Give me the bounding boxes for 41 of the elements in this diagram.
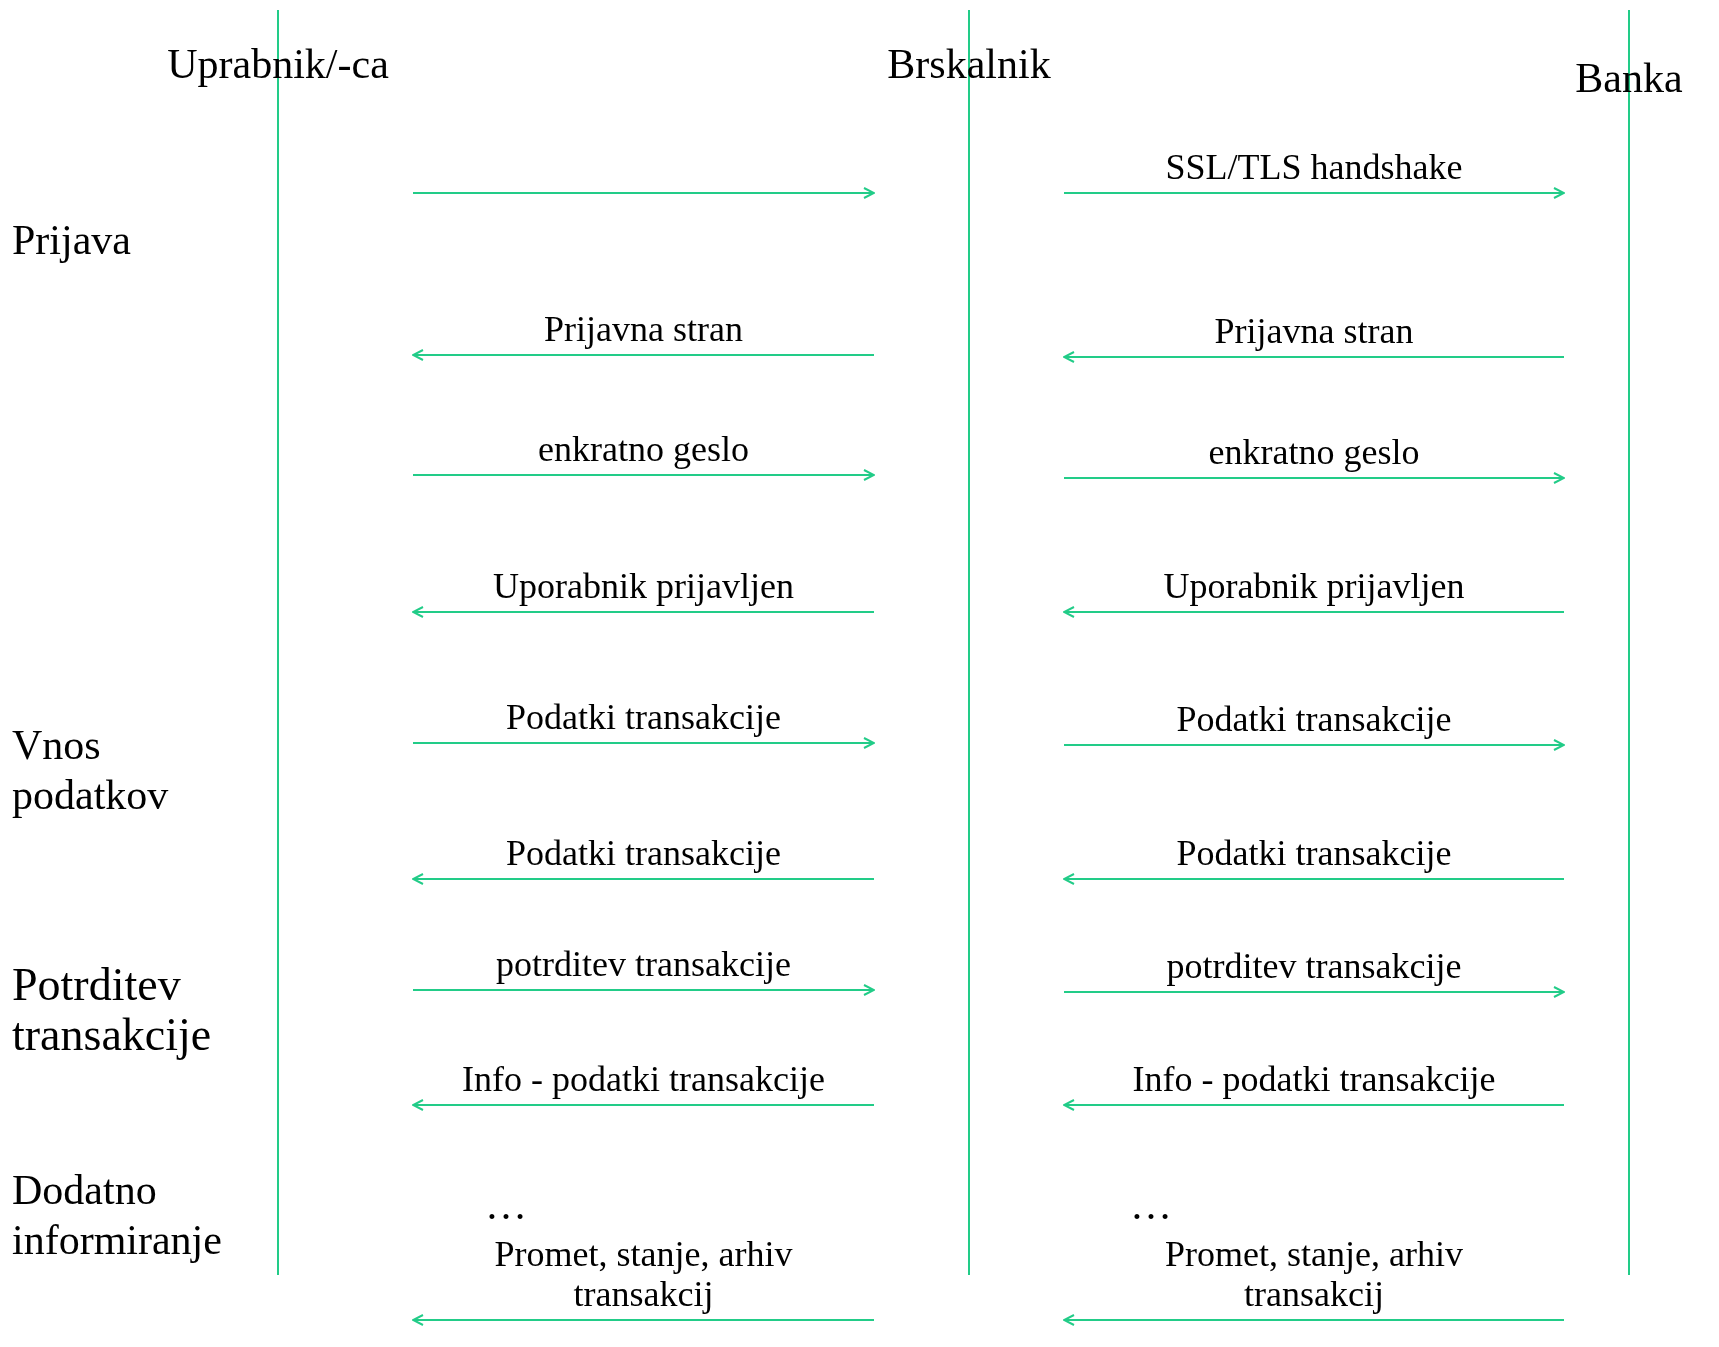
message-arrow [412,737,875,749]
message-arrow [1063,1314,1565,1326]
message-arrow [1063,606,1565,618]
message-arrow [1063,739,1565,751]
message-arrow [412,469,875,481]
message-label: Info - podatki transakcije [461,1059,826,1099]
message-label: Promet, stanje, arhiv transakcij [493,1234,794,1314]
message-arrow [412,1099,875,1111]
message-arrow [412,873,875,885]
message-label: Prijavna stran [543,309,744,349]
message-label: Uporabnik prijavljen [1162,566,1466,606]
message-arrow [1063,472,1565,484]
message-arrow [1063,187,1565,199]
ellipsis-text: … [485,1181,527,1230]
message-arrow [1063,873,1565,885]
message-label: Prijavna stran [1213,311,1415,351]
message-label: Promet, stanje, arhiv transakcij [1164,1234,1464,1314]
message-arrow [412,1314,875,1326]
message-label: enkratno geslo [1207,432,1421,472]
message-label: SSL/TLS handshake [1164,147,1464,187]
phase-label: Dodatno informiranje [12,1166,223,1265]
message-arrow [412,984,875,996]
phase-label: Vnos podatkov [12,721,170,820]
message-label: Podatki transakcije [1175,833,1453,873]
ellipsis-text: … [1130,1181,1172,1230]
message-arrow [1063,1099,1565,1111]
message-label: potrditev transakcije [1165,946,1463,986]
message-arrow [412,349,875,361]
message-label: Info - podatki transakcije [1131,1059,1497,1099]
message-label: Podatki transakcije [505,833,782,873]
message-label: Uporabnik prijavljen [492,566,795,606]
message-label: Podatki transakcije [1175,699,1453,739]
phase-label: Prijava [12,216,132,265]
message-arrow [412,606,875,618]
phase-label: Potrditev transakcije [12,960,213,1060]
message-label: potrditev transakcije [495,944,792,984]
message-arrow [412,187,875,199]
message-arrow [1063,351,1565,363]
message-label: enkratno geslo [537,429,750,469]
message-label: Podatki transakcije [505,697,782,737]
message-arrow [1063,986,1565,998]
